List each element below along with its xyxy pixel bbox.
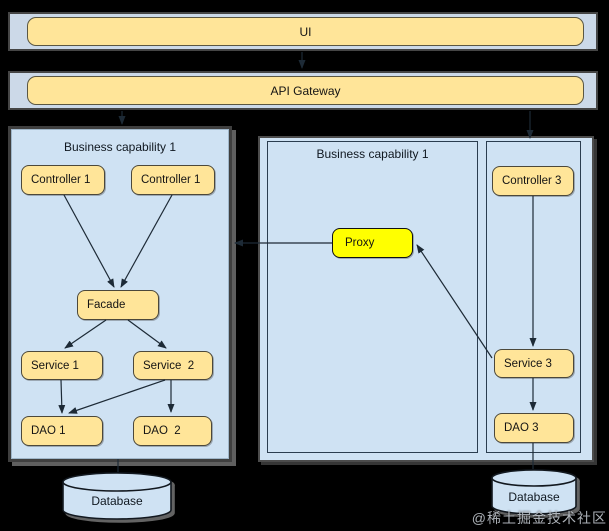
database-right-cylinder: Database	[491, 469, 577, 516]
node-service-2-label: Service 2	[143, 359, 195, 372]
node-dao-1: DAO 1	[21, 416, 103, 446]
node-controller-3-label: Controller 3	[502, 175, 562, 187]
node-dao-2: DAO 2	[133, 416, 212, 446]
node-dao-2-label: DAO 2	[143, 425, 181, 437]
node-facade: Facade	[77, 290, 159, 320]
node-proxy-label: Proxy	[345, 237, 375, 249]
node-dao-3-label: DAO 3	[504, 422, 539, 434]
node-facade-label: Facade	[87, 299, 126, 311]
database-left-label: Database	[91, 494, 143, 508]
node-dao-3: DAO 3	[494, 413, 574, 443]
ui-layer-container: UI	[8, 12, 598, 51]
node-controller-1-left-label: Controller 1	[31, 174, 91, 186]
node-proxy: Proxy	[332, 228, 413, 258]
watermark-text: @稀土掘金技术社区	[471, 510, 607, 526]
middle-capability-title: Business capability 1	[316, 147, 429, 161]
node-service-3: Service 3	[494, 349, 574, 378]
node-service-3-label: Service 3	[504, 357, 552, 370]
ui-node-label: UI	[299, 24, 312, 39]
api-gateway-container: API Gateway	[8, 71, 598, 110]
node-dao-1-label: DAO 1	[31, 425, 66, 437]
database-cylinder-icon	[491, 469, 577, 515]
api-gateway-node: API Gateway	[27, 76, 584, 105]
node-controller-3: Controller 3	[492, 166, 574, 196]
node-controller-1-right-label: Controller 1	[141, 174, 201, 186]
node-controller-1-right: Controller 1	[131, 165, 215, 195]
left-capability-title: Business capability 1	[63, 140, 177, 154]
node-service-1: Service 1	[21, 351, 103, 380]
node-service-2: Service 2	[133, 351, 213, 380]
database-right-label: Database	[508, 490, 560, 504]
database-cylinder-icon	[62, 472, 172, 520]
database-left-cylinder: Database	[62, 472, 172, 520]
node-controller-1-left: Controller 1	[21, 165, 105, 195]
api-gateway-node-label: API Gateway	[270, 83, 341, 98]
middle-business-capability-box	[267, 141, 478, 453]
ui-node: UI	[27, 17, 584, 46]
node-service-1-label: Service 1	[31, 359, 79, 372]
